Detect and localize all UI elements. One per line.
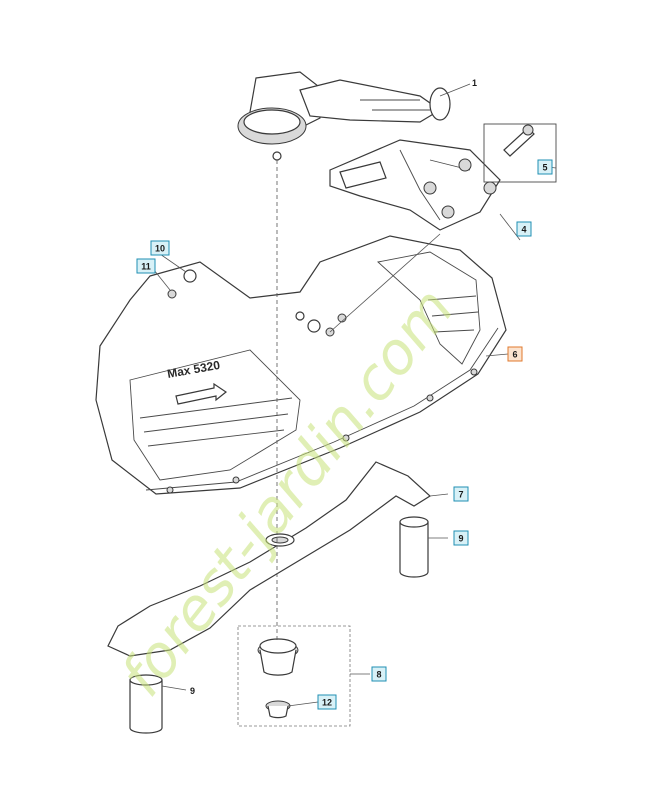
callout-6: 6 xyxy=(507,346,523,362)
svg-text:10: 10 xyxy=(155,244,165,254)
callout-12: 12 xyxy=(317,694,337,710)
callout-9-left: 9 xyxy=(190,686,195,696)
callout-1: 1 xyxy=(472,78,477,88)
svg-text:12: 12 xyxy=(322,698,332,708)
bracket-screws xyxy=(483,123,557,183)
sleeve-left xyxy=(129,674,163,734)
blade-guard: Max 5320 xyxy=(95,235,507,495)
callout-4: 4 xyxy=(516,221,532,237)
callout-11: 11 xyxy=(136,258,156,274)
sleeve-right xyxy=(399,516,429,578)
svg-text:5: 5 xyxy=(542,163,547,173)
gear-head xyxy=(237,71,451,161)
guard-bracket xyxy=(329,139,501,231)
svg-text:6: 6 xyxy=(512,350,517,360)
svg-text:9: 9 xyxy=(458,534,463,544)
callout-10: 10 xyxy=(150,240,170,256)
svg-text:9: 9 xyxy=(190,686,195,696)
bushing-kit xyxy=(237,625,351,727)
callout-5: 5 xyxy=(537,159,553,175)
callout-9-right: 9 xyxy=(453,530,469,546)
svg-text:1: 1 xyxy=(472,78,477,88)
callout-8: 8 xyxy=(371,666,387,682)
svg-text:11: 11 xyxy=(141,262,151,272)
guard-arm xyxy=(107,461,431,657)
svg-text:7: 7 xyxy=(458,490,463,500)
callout-7: 7 xyxy=(453,486,469,502)
guard-nut-and-screw xyxy=(167,269,197,299)
svg-text:4: 4 xyxy=(521,225,526,235)
svg-text:8: 8 xyxy=(376,670,381,680)
